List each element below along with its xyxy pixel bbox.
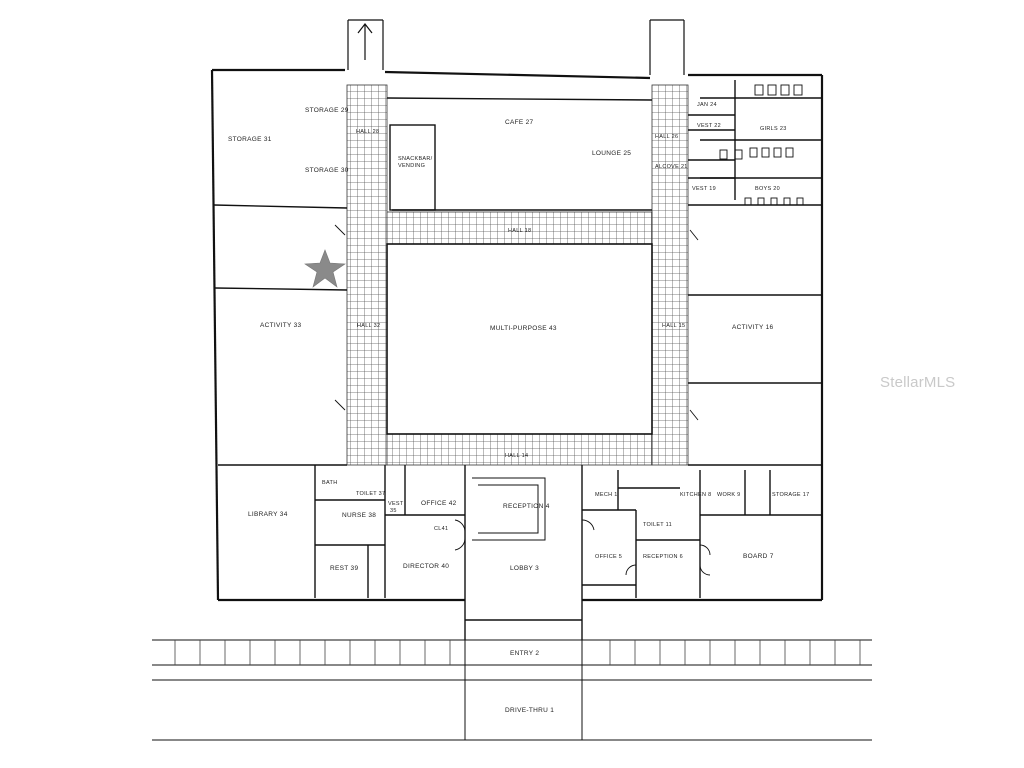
room-label-reception-4: RECEPTION 4 — [503, 503, 550, 510]
north-entry-right — [649, 19, 685, 75]
room-label-rest-39: REST 39 — [330, 565, 358, 572]
room-label-cafe-27: CAFE 27 — [505, 119, 534, 126]
room-label-vest-35-number: 35 — [390, 508, 397, 514]
north-arrow-icon — [357, 23, 373, 60]
room-label-lobby-3: LOBBY 3 — [510, 565, 539, 572]
room-label-office-5: OFFICE 5 — [595, 554, 622, 560]
room-label-hall-28: HALL 28 — [356, 129, 379, 135]
room-label-vest-19: VEST 19 — [692, 186, 716, 192]
room-label-library-34: LIBRARY 34 — [248, 511, 288, 518]
room-label-activity-33: ACTIVITY 33 — [260, 322, 302, 329]
room-label-kitchen-8: KITCHEN 8 — [680, 492, 711, 498]
room-label-director-40: DIRECTOR 40 — [403, 563, 449, 570]
room-label-activity-16: ACTIVITY 16 — [732, 324, 774, 331]
room-label-work-9: WORK 9 — [717, 492, 741, 498]
north-entry-left — [347, 19, 384, 70]
interior-walls — [213, 80, 822, 640]
room-label-vest-35: VEST — [388, 501, 404, 507]
room-label-office-42: OFFICE 42 — [421, 500, 457, 507]
room-label-toilet-11: TOILET 11 — [643, 522, 672, 528]
room-label-jan-24: JAN 24 — [697, 102, 717, 108]
room-label-reception-6: RECEPTION 6 — [643, 554, 683, 560]
multi-purpose-room — [386, 243, 653, 435]
room-label-vest-22: VEST 22 — [697, 123, 721, 129]
room-label-storage-30: STORAGE 30 — [305, 167, 349, 174]
site-lines — [152, 639, 872, 741]
star-marker-icon — [304, 249, 346, 288]
room-label-entry-2: ENTRY 2 — [510, 650, 539, 657]
room-label-hall-15: HALL 15 — [662, 323, 685, 329]
room-label-snackbar: SNACKBAR/ — [398, 156, 433, 162]
room-label-nurse-38: NURSE 38 — [342, 512, 376, 519]
reception-desk — [472, 477, 546, 541]
room-label-storage-31: STORAGE 31 — [228, 136, 272, 143]
room-label-multi-purpose-43: MULTI-PURPOSE 43 — [490, 325, 557, 332]
door-swings — [334, 224, 711, 576]
room-label-bath: BATH — [322, 480, 337, 486]
room-label-storage-29: STORAGE 29 — [305, 107, 349, 114]
room-label-vending: VENDING — [398, 163, 425, 169]
restroom-fixtures — [719, 84, 804, 206]
room-label-alcove-21: ALCOVE 21 — [655, 164, 688, 170]
room-label-hall-32: HALL 32 — [357, 323, 380, 329]
room-label-hall-14: HALL 14 — [505, 453, 528, 459]
room-label-cl41: CL41 — [434, 526, 448, 532]
room-label-toilet-37: TOILET 37 — [356, 491, 385, 497]
room-label-mech-1: MECH 1 — [595, 492, 618, 498]
room-labels: STORAGE 29 STORAGE 31 STORAGE 30 HALL 28… — [228, 102, 809, 714]
room-label-boys-20: BOYS 20 — [755, 186, 780, 192]
tiled-hall — [346, 84, 689, 466]
outer-walls — [210, 68, 824, 602]
room-label-lounge-25: LOUNGE 25 — [592, 150, 631, 157]
room-label-girls-23: GIRLS 23 — [760, 126, 787, 132]
room-label-hall-18: HALL 18 — [508, 228, 531, 234]
room-label-storage-17: STORAGE 17 — [772, 492, 809, 498]
room-label-board-7: BOARD 7 — [743, 553, 774, 560]
room-label-hall-26: HALL 26 — [655, 134, 678, 140]
room-label-drive-thru-1: DRIVE-THRU 1 — [505, 707, 554, 714]
paving-blocks — [174, 640, 861, 665]
watermark: StellarMLS — [880, 374, 956, 391]
